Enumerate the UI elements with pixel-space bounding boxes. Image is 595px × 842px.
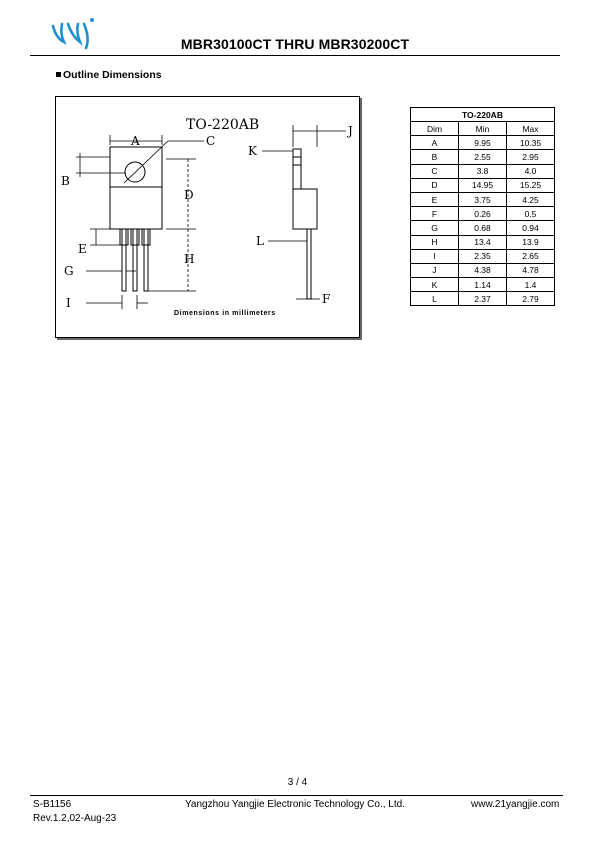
revision-info: Rev.1.2,02-Aug-23 bbox=[33, 813, 117, 824]
dim-label-i: I bbox=[66, 296, 71, 310]
company-logo bbox=[50, 16, 100, 50]
dim-label-j: J bbox=[346, 124, 353, 138]
dim-label-b: B bbox=[61, 174, 70, 188]
cell-min: 3.75 bbox=[458, 191, 507, 208]
cell-dim: E bbox=[410, 191, 459, 208]
side-dimension-labels: J K L F bbox=[248, 124, 353, 306]
to220-drawing: TO-220AB bbox=[61, 117, 353, 317]
document-id: S-B1156 bbox=[33, 799, 72, 810]
cell-max: 2.95 bbox=[506, 149, 555, 165]
col-header-dim: Dim bbox=[410, 120, 459, 137]
dim-label-k: K bbox=[248, 144, 258, 158]
cell-max: 4.78 bbox=[506, 262, 555, 279]
front-dimension-labels: A C B D E G H I bbox=[61, 134, 215, 310]
side-dimensions bbox=[262, 125, 346, 300]
cell-min: 2.35 bbox=[458, 248, 507, 264]
section-heading-text: Outline Dimensions bbox=[63, 69, 162, 81]
dim-label-a: A bbox=[130, 134, 140, 148]
front-view bbox=[109, 146, 163, 292]
cell-max: 1.4 bbox=[506, 277, 555, 293]
cell-dim: L bbox=[410, 291, 459, 307]
cell-dim: D bbox=[410, 177, 459, 193]
front-dimensions bbox=[76, 135, 204, 309]
cell-min: 3.8 bbox=[458, 163, 507, 179]
cell-dim: B bbox=[410, 149, 459, 165]
cell-max: 2.79 bbox=[506, 291, 555, 307]
dimensions-caption: Dimensions in millimeters bbox=[174, 310, 276, 317]
cell-min: 0.68 bbox=[458, 220, 507, 236]
table-package-header: TO-220AB bbox=[410, 107, 555, 122]
dim-label-c: C bbox=[206, 134, 215, 148]
cell-dim: A bbox=[410, 135, 459, 151]
website-link[interactable]: www.21yangjie.com bbox=[471, 799, 560, 810]
cell-min: 9.95 bbox=[458, 135, 507, 151]
cell-max: 0.5 bbox=[506, 206, 555, 222]
document-title: MBR30100CT THRU MBR30200CT bbox=[180, 36, 410, 52]
cell-max: 4.25 bbox=[506, 191, 555, 208]
cell-dim: H bbox=[410, 234, 459, 250]
cell-min: 13.4 bbox=[458, 234, 507, 250]
company-name: Yangzhou Yangjie Electronic Technology C… bbox=[185, 799, 405, 810]
yj-logo-icon bbox=[51, 18, 94, 50]
cell-max: 10.35 bbox=[506, 135, 555, 151]
bullet-icon bbox=[56, 72, 61, 77]
dim-label-h: H bbox=[184, 252, 194, 266]
package-label: TO-220AB bbox=[186, 117, 259, 133]
page-number: 3 / 4 bbox=[287, 777, 308, 788]
outline-drawing: TO-220AB bbox=[55, 96, 360, 338]
cell-min: 4.38 bbox=[458, 262, 507, 279]
cell-dim: K bbox=[410, 277, 459, 293]
cell-dim: J bbox=[410, 262, 459, 279]
cell-dim: C bbox=[410, 163, 459, 179]
dim-label-g: G bbox=[64, 264, 74, 278]
cell-max: 4.0 bbox=[506, 163, 555, 179]
cell-min: 14.95 bbox=[458, 177, 507, 193]
cell-max: 0.94 bbox=[506, 220, 555, 236]
cell-max: 15.25 bbox=[506, 177, 555, 193]
footer-divider bbox=[30, 795, 563, 796]
cell-dim: I bbox=[410, 248, 459, 264]
col-header-max: Max bbox=[506, 120, 555, 137]
cell-min: 0.26 bbox=[458, 206, 507, 222]
header-divider bbox=[30, 55, 560, 56]
cell-max: 13.9 bbox=[506, 234, 555, 250]
side-view bbox=[292, 148, 318, 300]
cell-dim: F bbox=[410, 206, 459, 222]
col-header-min: Min bbox=[458, 120, 507, 137]
cell-min: 1.14 bbox=[458, 277, 507, 293]
section-heading: Outline Dimensions bbox=[56, 69, 162, 81]
cell-max: 2.65 bbox=[506, 248, 555, 264]
cell-dim: G bbox=[410, 220, 459, 236]
dim-label-f: F bbox=[322, 292, 330, 306]
dim-label-d: D bbox=[184, 188, 194, 202]
dim-label-l: L bbox=[256, 234, 264, 248]
cell-min: 2.37 bbox=[458, 291, 507, 307]
cell-min: 2.55 bbox=[458, 149, 507, 165]
dim-label-e: E bbox=[78, 242, 87, 256]
